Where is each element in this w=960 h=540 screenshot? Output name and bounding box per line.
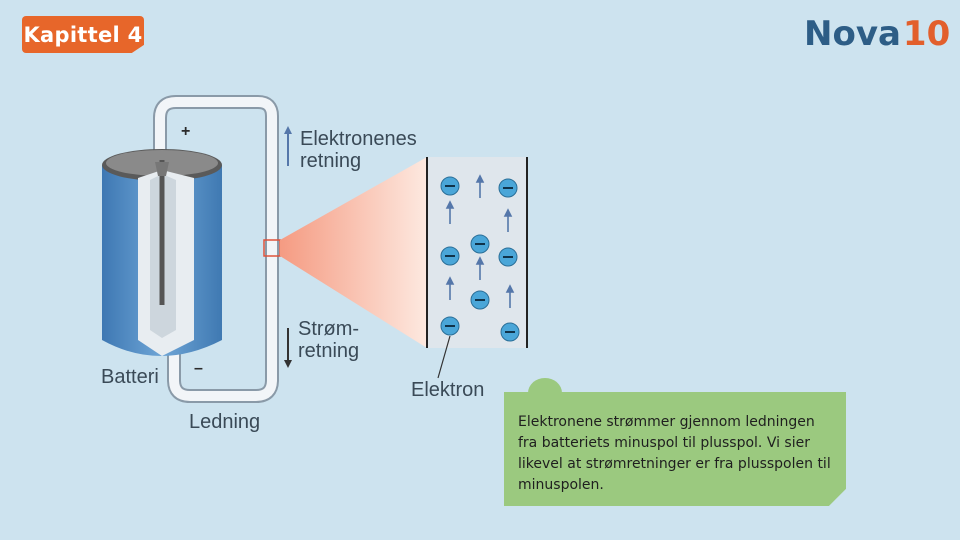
battery — [102, 149, 222, 356]
logo-number: 10 — [902, 14, 951, 54]
wire — [153, 95, 279, 403]
minus-terminal-sign: – — [194, 360, 203, 377]
electron — [498, 178, 518, 198]
electrons — [440, 176, 520, 342]
electron-label: Elektron — [411, 379, 485, 401]
plus-terminal-sign: + — [181, 123, 191, 140]
electron-flow-arrows — [445, 174, 515, 308]
electron-leader-line — [437, 335, 451, 379]
logo-word: Nova — [804, 14, 901, 54]
current-direction-label: Strøm- retning — [298, 318, 359, 362]
electron-direction-arrow — [284, 126, 292, 166]
electron — [500, 322, 520, 342]
magnifier-beam — [280, 157, 427, 348]
electron — [440, 176, 460, 196]
current-direction-label-line1: Strøm- — [298, 318, 360, 340]
explanation-note: Elektronene strømmer gjennom ledningen f… — [504, 392, 846, 506]
electron — [440, 246, 460, 266]
current-direction-label-line2: retning — [298, 340, 360, 362]
electron-direction-label: Elektronenes retning — [300, 128, 417, 172]
electron — [440, 316, 460, 336]
electron-direction-label-line1: Elektronenes — [300, 128, 417, 150]
wire-label: Ledning — [189, 411, 261, 433]
electron-direction-label-line2: retning — [300, 150, 362, 172]
battery-label: Batteri — [101, 366, 159, 388]
electron — [498, 247, 518, 267]
current-direction-arrow — [284, 328, 292, 368]
chapter-badge: Kapittel 4 — [22, 16, 144, 53]
electron — [470, 290, 490, 310]
electron — [470, 234, 490, 254]
